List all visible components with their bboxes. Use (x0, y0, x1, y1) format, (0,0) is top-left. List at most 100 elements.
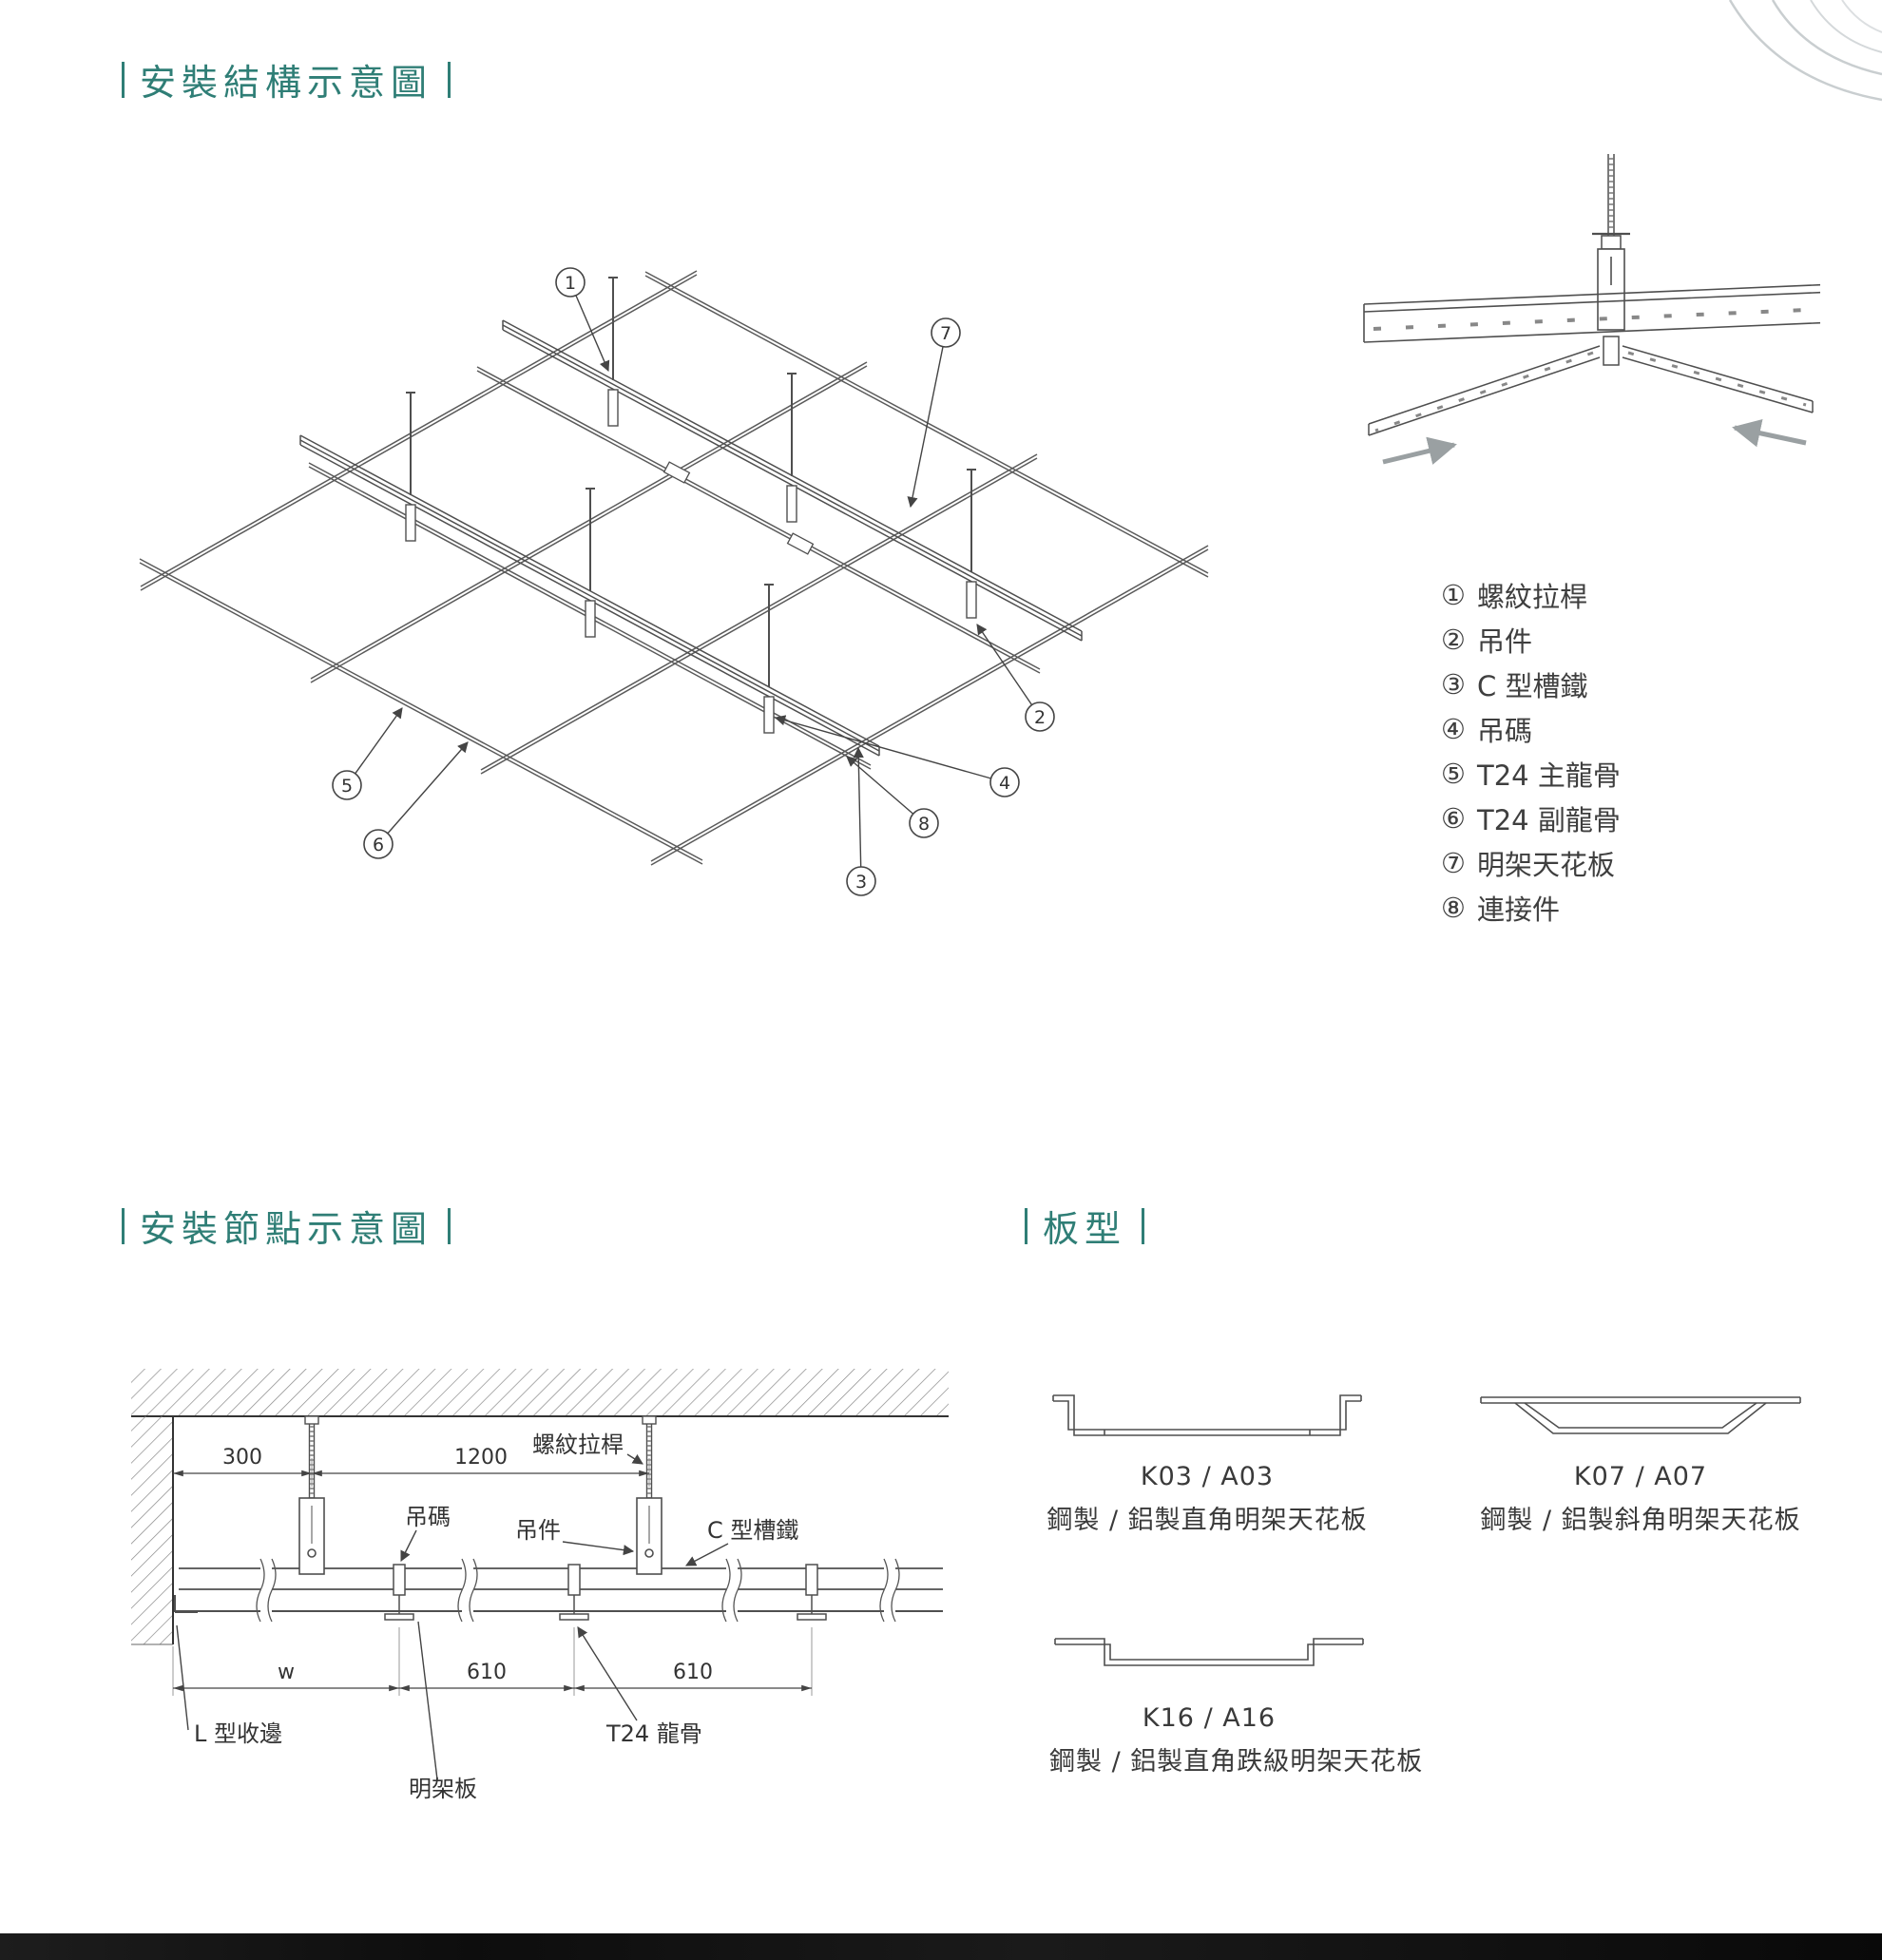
panel-desc: 鋼製 / 鋁製斜角明架天花板 (1480, 1506, 1801, 1535)
panel-code: K07 / A07 (1573, 1462, 1708, 1491)
dim-300: 300 (222, 1446, 262, 1470)
legend-number: ⑦ (1441, 846, 1466, 879)
threaded-rod-right (642, 1415, 657, 1502)
ceiling-slab (131, 1369, 949, 1417)
panel-desc: 鋼製 / 鋁製直角跌級明架天花板 (1049, 1747, 1424, 1777)
hanger-rods (406, 277, 976, 687)
callout-1: 1 (555, 267, 610, 373)
direction-arrows (1382, 418, 1807, 465)
structure-isometric-diagram: 1 7 2 4 8 (139, 267, 1209, 896)
threaded-rod-left (304, 1415, 319, 1502)
node-section-diagram: 300 1200 w 610 610 螺紋拉桿 吊碼 (131, 1369, 949, 1802)
hanger-bracket (1597, 248, 1625, 331)
legend-item: ③ C 型槽鐵 (1441, 662, 1621, 706)
bottom-dimensions: w 610 610 (172, 1627, 813, 1696)
hanger-clips (405, 389, 977, 734)
callout-8-number: 8 (918, 814, 930, 835)
hanger-left (298, 1497, 325, 1575)
label-threaded-rod: 螺紋拉桿 (532, 1432, 643, 1465)
label-l-trim: L 型收邊 (176, 1624, 282, 1747)
break-marks (256, 1558, 900, 1623)
section-header-structure: 安裝結構示意圖 (122, 53, 451, 106)
connection-detail-diagram (1363, 154, 1820, 465)
callout-4-number: 4 (999, 773, 1010, 794)
top-dimensions: 300 1200 (173, 1446, 650, 1487)
ceiling-grid (139, 270, 1209, 866)
header-bar-icon (1025, 1207, 1027, 1244)
dim-610-b: 610 (673, 1661, 713, 1684)
panel-code: K16 / A16 (1142, 1703, 1277, 1733)
legend-item: ⑤ T24 主龍骨 (1441, 751, 1621, 796)
legend-item: ⑦ 明架天花板 (1441, 840, 1621, 885)
legend-number: ⑥ (1441, 801, 1466, 835)
header-bar-icon (448, 1207, 451, 1244)
legend-number: ⑧ (1441, 891, 1466, 924)
callout-6: 6 (363, 741, 469, 859)
panel-type-k03: K03 / A03 鋼製 / 鋁製直角明架天花板 (1046, 1376, 1369, 1536)
corner-decoration (1728, 0, 1882, 102)
legend-number: ④ (1441, 712, 1466, 745)
t24-profiles (384, 1564, 827, 1621)
carrying-channel (1363, 283, 1820, 343)
footer-image-strip (0, 1933, 1882, 1960)
legend-number: ① (1441, 578, 1466, 611)
header-bar-icon (122, 61, 125, 98)
c-channel-run (179, 1567, 943, 1590)
svg-text:吊件: 吊件 (515, 1517, 561, 1544)
svg-text:T24 龍骨: T24 龍骨 (605, 1720, 702, 1747)
header-bar-icon (448, 61, 451, 98)
panel-code: K03 / A03 (1140, 1462, 1275, 1491)
dim-610-a: 610 (467, 1661, 507, 1684)
cross-tee-left (1368, 345, 1601, 436)
structure-section-title: 安裝結構示意圖 (140, 62, 433, 104)
callout-7-number: 7 (940, 323, 951, 344)
hanger-right (636, 1497, 663, 1575)
svg-text:明架板: 明架板 (409, 1776, 477, 1802)
svg-text:吊碼: 吊碼 (405, 1504, 451, 1530)
legend-label: C 型槽鐵 (1477, 669, 1588, 702)
panel-profile-step (1054, 1638, 1364, 1666)
l-trim (174, 1595, 198, 1613)
label-t24-runner: T24 龍骨 (577, 1626, 702, 1747)
section-header-panel: 板型 (1025, 1200, 1145, 1252)
label-hanger: 吊件 (515, 1517, 635, 1556)
callout-3: 3 (846, 746, 876, 896)
callout-8: 8 (846, 756, 939, 838)
legend-label: 吊碼 (1477, 714, 1533, 747)
threaded-rod (1592, 154, 1630, 255)
panel-type-k07: K07 / A07 鋼製 / 鋁製斜角明架天花板 (1475, 1380, 1806, 1536)
svg-text:L 型收邊: L 型收邊 (194, 1720, 282, 1747)
callout-7: 7 (907, 317, 961, 509)
legend-item: ① 螺紋拉桿 (1441, 572, 1621, 617)
header-bar-icon (122, 1207, 125, 1244)
header-bar-icon (1142, 1207, 1145, 1244)
dim-w: w (278, 1661, 295, 1684)
svg-text:C 型槽鐵: C 型槽鐵 (707, 1517, 798, 1544)
panel-desc: 鋼製 / 鋁製直角明架天花板 (1047, 1506, 1368, 1535)
legend-label: T24 主龍骨 (1477, 759, 1621, 792)
callout-6-number: 6 (373, 835, 384, 855)
label-panel: 明架板 (409, 1621, 477, 1802)
legend-item: ④ 吊碼 (1441, 706, 1621, 751)
legend-label: 明架天花板 (1477, 848, 1616, 881)
panel-section-title: 板型 (1043, 1208, 1127, 1250)
callout-4: 4 (774, 715, 1020, 797)
legend: ① 螺紋拉桿 ② 吊件 ③ C 型槽鐵 ④ 吊碼 ⑤ T24 主龍骨 ⑥ T24… (1441, 572, 1621, 930)
callout-5-number: 5 (341, 776, 353, 797)
cross-tee-right (1622, 345, 1814, 413)
dim-1200: 1200 (454, 1446, 508, 1470)
legend-label: 連接件 (1477, 893, 1561, 926)
legend-label: 螺紋拉桿 (1477, 580, 1588, 613)
legend-number: ② (1441, 623, 1466, 656)
panel-profile-bevel (1480, 1396, 1801, 1434)
callout-2-number: 2 (1034, 707, 1046, 728)
callout-3-number: 3 (855, 872, 867, 893)
wall (131, 1416, 174, 1645)
legend-label: T24 副龍骨 (1477, 803, 1621, 836)
legend-number: ③ (1441, 667, 1466, 701)
legend-number: ⑤ (1441, 757, 1466, 790)
legend-item: ⑥ T24 副龍骨 (1441, 796, 1621, 840)
panel-type-k16: K16 / A16 鋼製 / 鋁製直角跌級明架天花板 (1049, 1618, 1424, 1777)
svg-text:螺紋拉桿: 螺紋拉桿 (532, 1432, 624, 1458)
